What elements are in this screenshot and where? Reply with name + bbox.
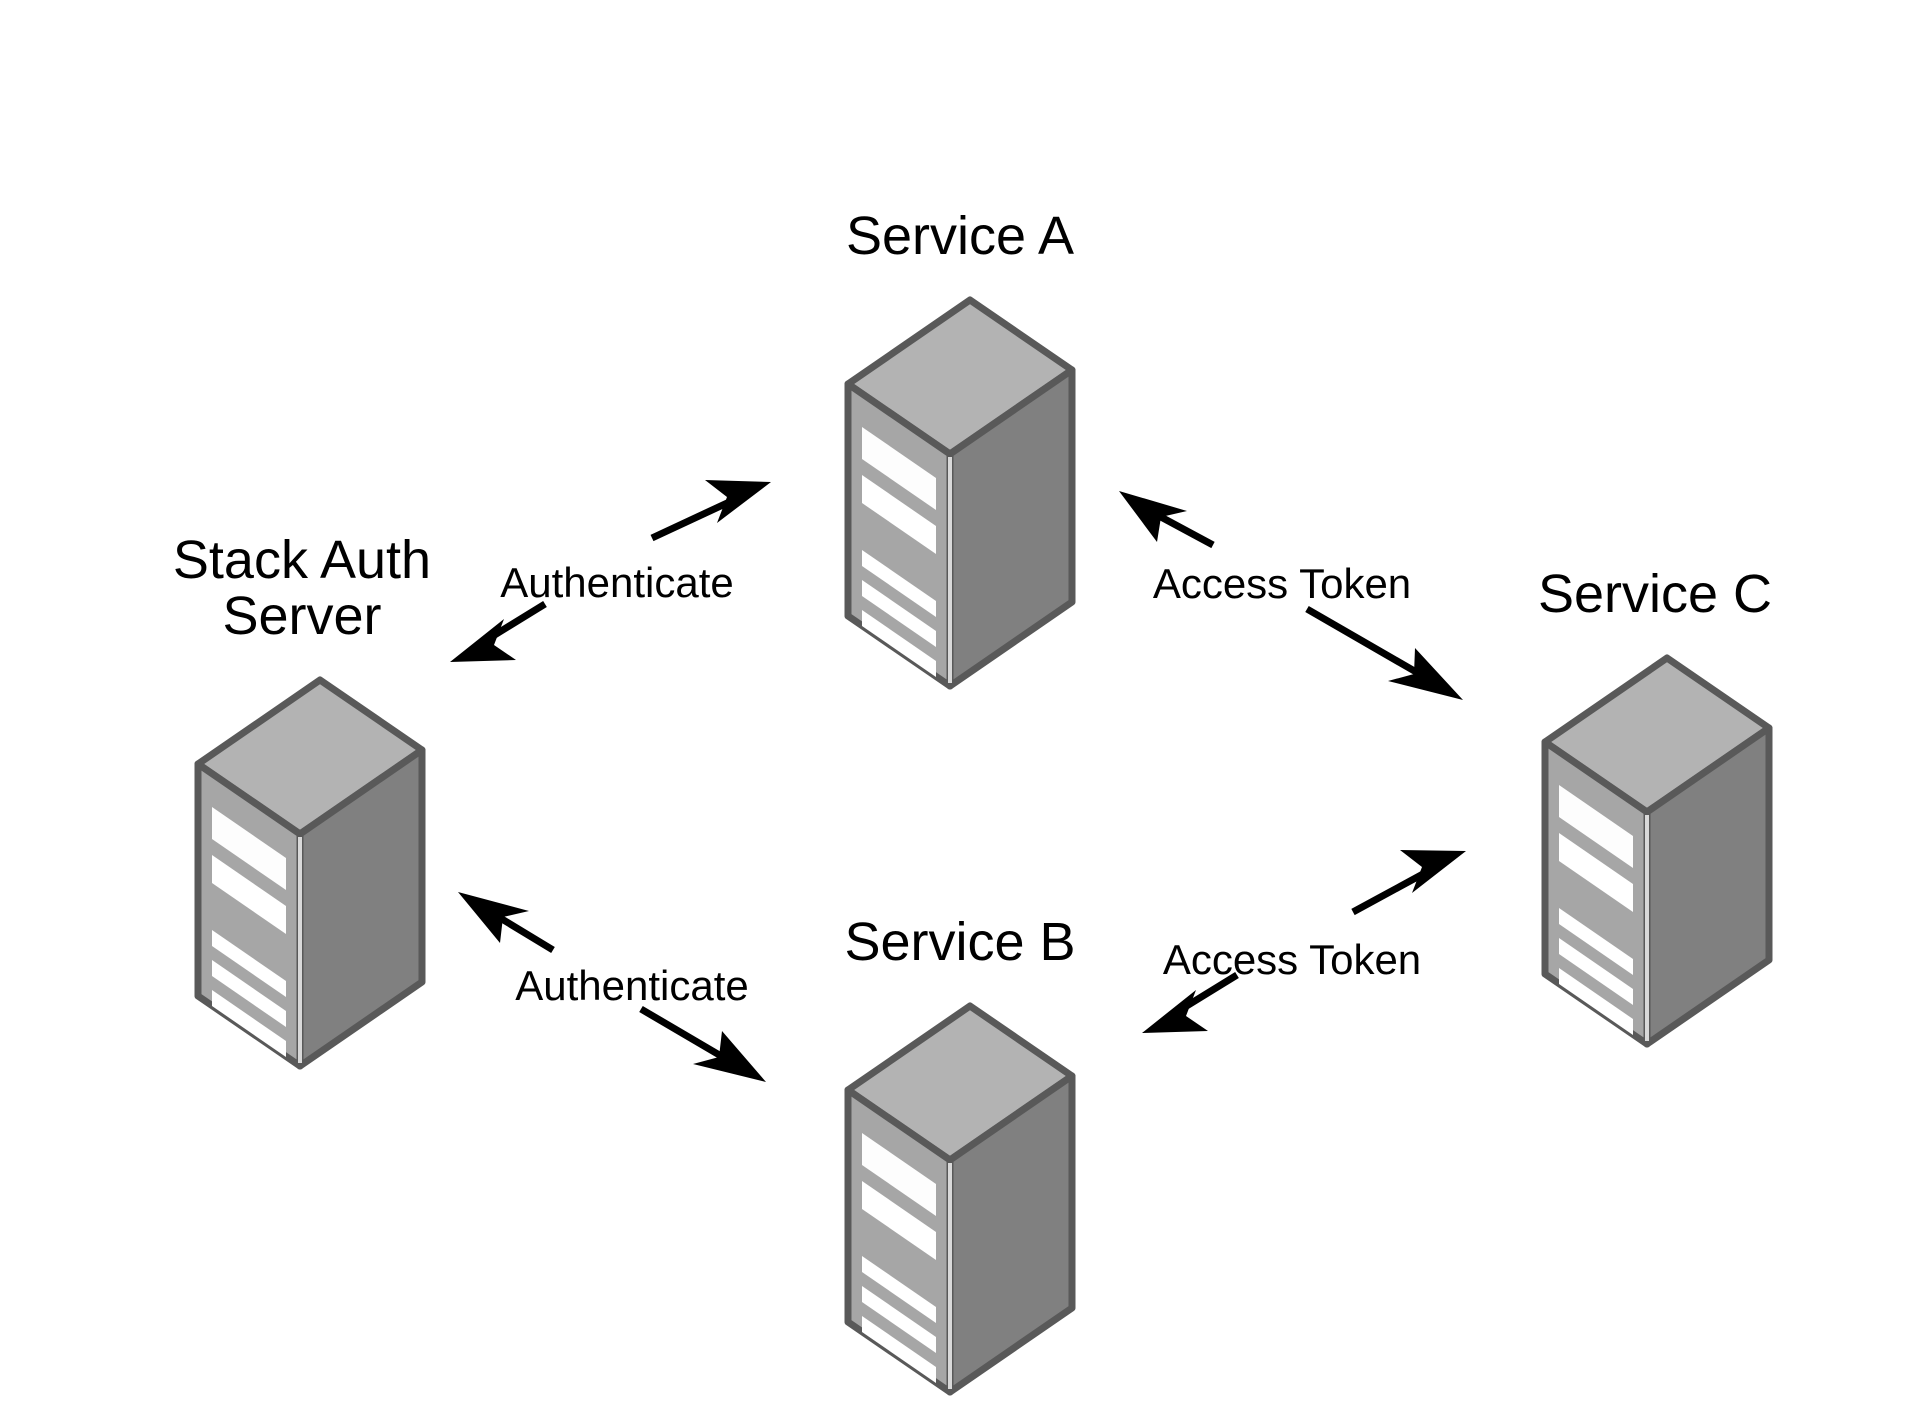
arrow-head-to-service-a xyxy=(1119,491,1187,542)
node-label-service-c: Service C xyxy=(1538,564,1772,624)
server-icon xyxy=(198,680,422,1066)
node-label-stack-auth-server-line1: Stack Auth xyxy=(173,530,431,590)
edge-access-token-service-a-c: Access Token xyxy=(1119,491,1463,700)
edge-access-token-service-b-c: Access Token xyxy=(1142,850,1466,1033)
arrow-head-to-service-c-a xyxy=(1388,648,1463,700)
node-stack-auth-server[interactable]: Stack Auth Server xyxy=(173,530,431,1066)
edge-line-down-right xyxy=(1305,605,1432,684)
arrow-head-to-stack-auth-a xyxy=(450,619,516,662)
node-service-a[interactable]: Service A xyxy=(846,206,1074,686)
edge-label-access-token-b: Access Token xyxy=(1163,936,1421,983)
arrow-head-to-service-c-b xyxy=(1400,850,1466,893)
server-icon xyxy=(1545,658,1769,1044)
edge-authenticate-service-a: Authenticate xyxy=(450,480,771,662)
arrow-head-to-stack-auth-b xyxy=(458,892,529,943)
arrow-head-to-service-b xyxy=(1142,990,1208,1033)
arrow-head-to-service-a xyxy=(705,480,771,523)
server-icon xyxy=(848,1006,1072,1392)
node-label-service-a: Service A xyxy=(846,206,1074,266)
server-icon xyxy=(848,300,1072,686)
edge-label-authenticate-a: Authenticate xyxy=(500,559,734,606)
edge-authenticate-service-b: Authenticate xyxy=(458,892,766,1082)
edge-line-down-right xyxy=(639,1005,735,1067)
arrow-head-to-service-b xyxy=(693,1031,766,1082)
edge-label-access-token-a: Access Token xyxy=(1153,560,1411,607)
node-label-service-b: Service B xyxy=(844,912,1075,972)
node-service-c[interactable]: Service C xyxy=(1538,564,1772,1044)
edge-label-authenticate-b: Authenticate xyxy=(515,962,749,1009)
node-label-stack-auth-server-line2: Server xyxy=(222,586,381,646)
node-service-b[interactable]: Service B xyxy=(844,912,1076,1392)
